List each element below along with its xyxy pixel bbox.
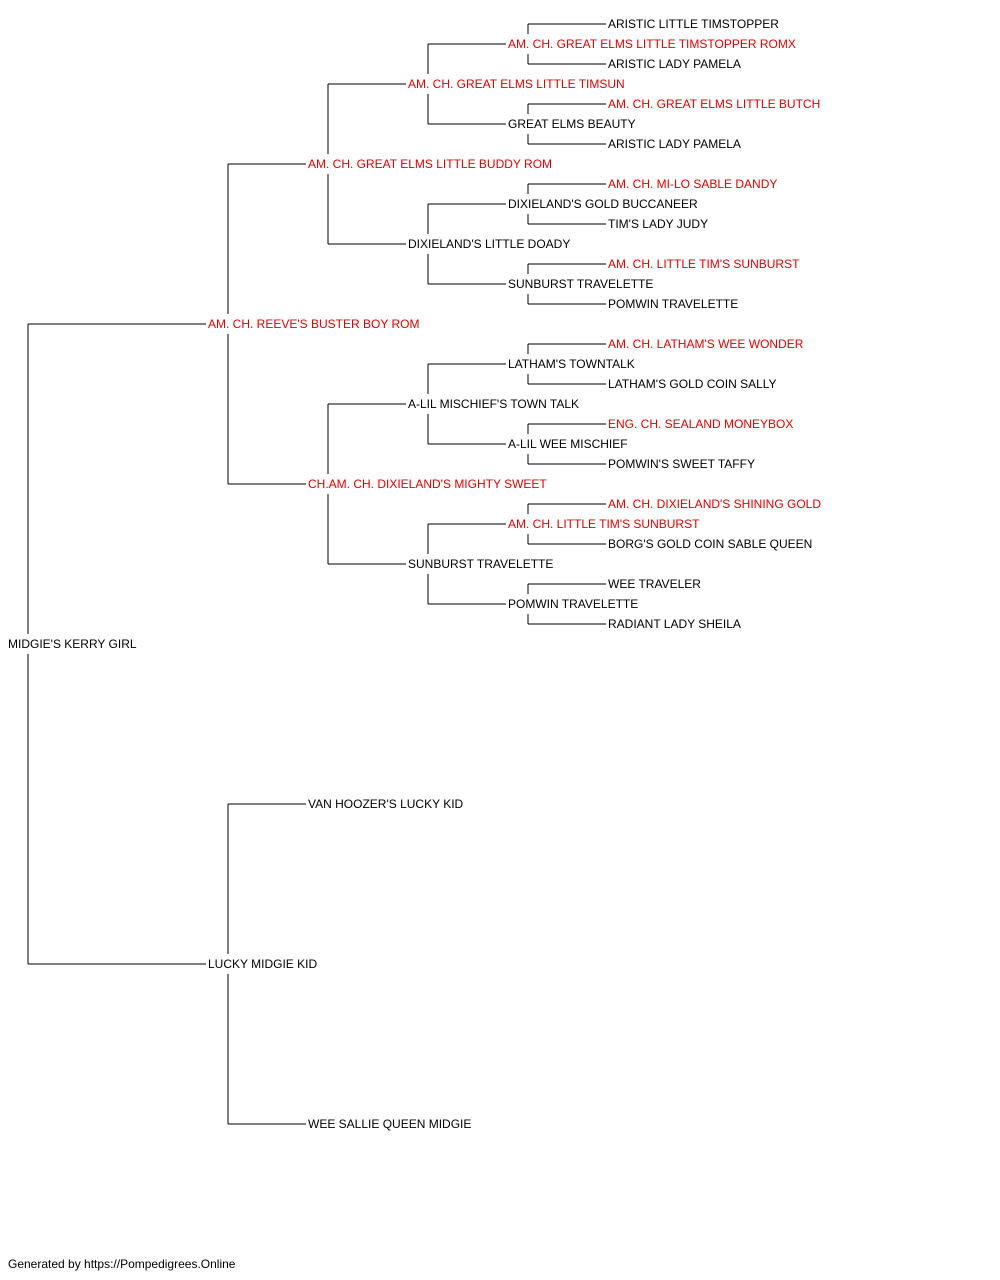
ancestor-sire-dam-sire-dam-sire: ENG. CH. SEALAND MONEYBOX <box>608 417 796 431</box>
ancestor-sire-dam-dam-sire: AM. CH. LITTLE TIM'S SUNBURST <box>508 517 702 531</box>
ancestor-dam-sire: VAN HOOZER'S LUCKY KID <box>308 797 466 811</box>
ancestor-sire-dam-sire-dam-dam: POMWIN'S SWEET TAFFY <box>608 457 757 471</box>
ancestor-sire-dam: CH.AM. CH. DIXIELAND'S MIGHTY SWEET <box>308 477 549 491</box>
ancestor-sire-dam-sire-sire-sire: AM. CH. LATHAM'S WEE WONDER <box>608 337 806 351</box>
ancestor-sire-sire-sire-dam-sire: AM. CH. GREAT ELMS LITTLE BUTCH <box>608 97 823 111</box>
ancestor-dam: LUCKY MIDGIE KID <box>208 957 320 971</box>
ancestor-sire-sire-dam-dam-dam: POMWIN TRAVELETTE <box>608 297 741 311</box>
ancestor-sire-dam-sire-sire-dam: LATHAM'S GOLD COIN SALLY <box>608 377 779 391</box>
ancestor-sire-dam-dam-dam: POMWIN TRAVELETTE <box>508 597 641 611</box>
ancestor-sire-sire-sire: AM. CH. GREAT ELMS LITTLE TIMSUN <box>408 77 627 91</box>
ancestor-sire-sire-sire-sire-dam: ARISTIC LADY PAMELA <box>608 57 743 71</box>
ancestor-sire-dam-sire-dam: A-LIL WEE MISCHIEF <box>508 437 630 451</box>
ancestor-sire-sire-dam-dam: SUNBURST TRAVELETTE <box>508 277 656 291</box>
ancestor-sire-sire-dam-dam-sire: AM. CH. LITTLE TIM'S SUNBURST <box>608 257 802 271</box>
ancestor-sire-sire-dam-sire-sire: AM. CH. MI-LO SABLE DANDY <box>608 177 780 191</box>
ancestor-sire-dam-dam: SUNBURST TRAVELETTE <box>408 557 556 571</box>
ancestor-sire-dam-sire: A-LIL MISCHIEF'S TOWN TALK <box>408 397 581 411</box>
ancestor-sire-sire-dam-sire-dam: TIM'S LADY JUDY <box>608 217 711 231</box>
ancestor-sire-sire-sire-sire-sire: ARISTIC LITTLE TIMSTOPPER <box>608 17 781 31</box>
ancestor-sire-sire-sire-dam-dam: ARISTIC LADY PAMELA <box>608 137 743 151</box>
ancestor-dam-dam: WEE SALLIE QUEEN MIDGIE <box>308 1117 474 1131</box>
ancestor-sire: AM. CH. REEVE'S BUSTER BOY ROM <box>208 317 422 331</box>
footer-credit: Generated by https://Pompedigrees.Online <box>8 1257 236 1271</box>
ancestor-sire-dam-dam-dam-sire: WEE TRAVELER <box>608 577 703 591</box>
ancestor-sire-sire-dam-sire: DIXIELAND'S GOLD BUCCANEER <box>508 197 700 211</box>
subject-dog: MIDGIE'S KERRY GIRL <box>8 637 139 651</box>
ancestor-sire-dam-dam-sire-sire: AM. CH. DIXIELAND'S SHINING GOLD <box>608 497 823 511</box>
ancestor-sire-dam-sire-sire: LATHAM'S TOWNTALK <box>508 357 637 371</box>
ancestor-sire-sire-sire-sire: AM. CH. GREAT ELMS LITTLE TIMSTOPPER ROM… <box>508 37 798 51</box>
ancestor-sire-sire: AM. CH. GREAT ELMS LITTLE BUDDY ROM <box>308 157 555 171</box>
ancestor-sire-sire-dam: DIXIELAND'S LITTLE DOADY <box>408 237 573 251</box>
ancestor-sire-sire-sire-dam: GREAT ELMS BEAUTY <box>508 117 638 131</box>
ancestor-sire-dam-dam-dam-dam: RADIANT LADY SHEILA <box>608 617 743 631</box>
ancestor-sire-dam-dam-sire-dam: BORG'S GOLD COIN SABLE QUEEN <box>608 537 815 551</box>
